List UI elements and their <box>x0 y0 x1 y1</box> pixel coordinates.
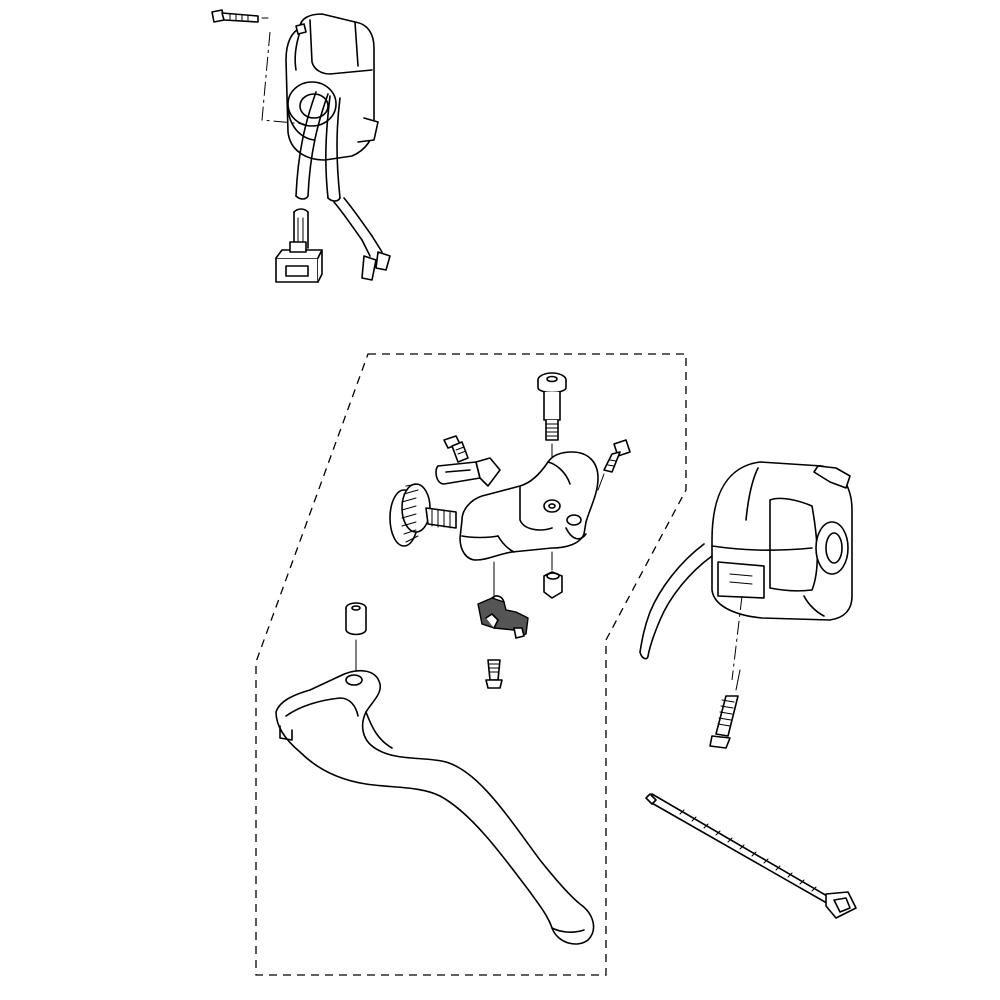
switch-screw <box>211 9 307 35</box>
connector-block <box>275 241 323 283</box>
assembly-boundary <box>255 353 687 976</box>
cable-tie <box>645 793 857 919</box>
clutch-switch <box>477 595 529 639</box>
small-screw-left <box>443 435 469 463</box>
wire-terminals <box>361 251 391 281</box>
right-handlebar-switch <box>711 461 853 621</box>
lever-bushing <box>345 602 367 671</box>
switch-screw-small <box>485 659 503 689</box>
wiring-harness <box>293 91 383 257</box>
lock-nut <box>543 551 563 599</box>
adjuster-knob <box>389 483 457 547</box>
left-handlebar-switch <box>285 13 379 161</box>
clutch-lever <box>275 669 595 945</box>
right-switch-cable <box>639 543 713 660</box>
lever-holder <box>459 451 599 561</box>
switch-bracket <box>435 457 501 487</box>
long-screw <box>709 595 743 749</box>
small-screw-right <box>597 439 631 491</box>
screw-axis-line <box>261 31 305 125</box>
pivot-bolt <box>537 372 567 501</box>
